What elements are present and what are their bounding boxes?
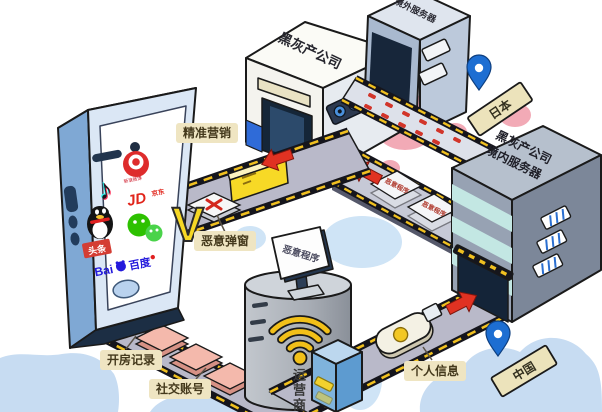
jd-icon: JD 京东 [126, 187, 166, 210]
baidu-icon: Bai 百度 [93, 255, 155, 279]
x-mark-icon [205, 198, 223, 211]
conveyor-belt-gate [340, 75, 510, 181]
speaker-icon [92, 149, 122, 163]
carrier-vertical-label: 运营商 [291, 368, 306, 412]
malware-plate: 恶意程序 [369, 170, 423, 209]
map-pin-icon [485, 320, 511, 358]
svg-text:♪: ♪ [96, 174, 116, 207]
pink-data-tile [168, 343, 224, 377]
baidu-suffix-label: 百度 [128, 255, 153, 273]
tag-personal-info: 个人信息 [404, 361, 467, 381]
mail-slot-icon [314, 376, 334, 392]
qq-icon [87, 206, 113, 239]
door-hazard-bar [452, 244, 514, 281]
monitor-sign: 恶意程序 [271, 226, 334, 301]
tag-hotel-records: 开房记录 [100, 350, 163, 370]
data-bits [364, 92, 461, 146]
vent-slots [532, 205, 572, 278]
v-glyph: V [172, 199, 204, 252]
weibo-icon: 新浪微博 [123, 151, 149, 185]
domestic-server-building: 黑灰产公司 境内服务器 [451, 125, 602, 323]
camera-icon [130, 142, 140, 152]
server-slot-icon [421, 38, 451, 62]
jd-label: JD [126, 190, 148, 210]
tag-malicious-popup: 恶意弹窗 [194, 231, 257, 251]
map-shape [0, 353, 119, 412]
flow-arrow-icon [260, 148, 295, 172]
svg-text:♪: ♪ [95, 173, 115, 206]
toutiao-label: 头条 [87, 242, 108, 256]
toutiao-icon: 头条 [82, 238, 112, 259]
popup-x-plate [186, 192, 242, 223]
home-button-icon [112, 279, 140, 299]
svg-text:♪: ♪ [94, 172, 114, 205]
mailbox-box [311, 339, 363, 412]
building-sign-band [257, 77, 311, 108]
cylinder-slots [248, 301, 268, 343]
weibo-caption: 新浪微博 [123, 175, 143, 185]
usb-drive-icon [375, 302, 443, 359]
douyin-icon: ♪ ♪ ♪ [94, 172, 116, 207]
tag-precision-marketing: 精准营销 [176, 123, 239, 143]
flow-arrow-icon [445, 291, 478, 316]
map-pin-icon [466, 54, 492, 92]
wifi-icon [268, 315, 332, 366]
phone-device: 新浪微博 ♪ ♪ ♪ JD 京东 头条 [57, 87, 197, 349]
map-shape [322, 216, 402, 268]
mail-slot-icon [315, 391, 333, 405]
volume-buttons-icon [63, 185, 80, 246]
wechat-icon [127, 213, 163, 242]
server-slot-icon [418, 62, 448, 86]
tag-social-accounts: 社交账号 [149, 379, 212, 399]
baidu-prefix-label: Bai [93, 262, 114, 279]
jd-sub-label: 京东 [151, 187, 166, 198]
leader-lines [125, 214, 433, 380]
building-blue-stripe [245, 119, 263, 153]
